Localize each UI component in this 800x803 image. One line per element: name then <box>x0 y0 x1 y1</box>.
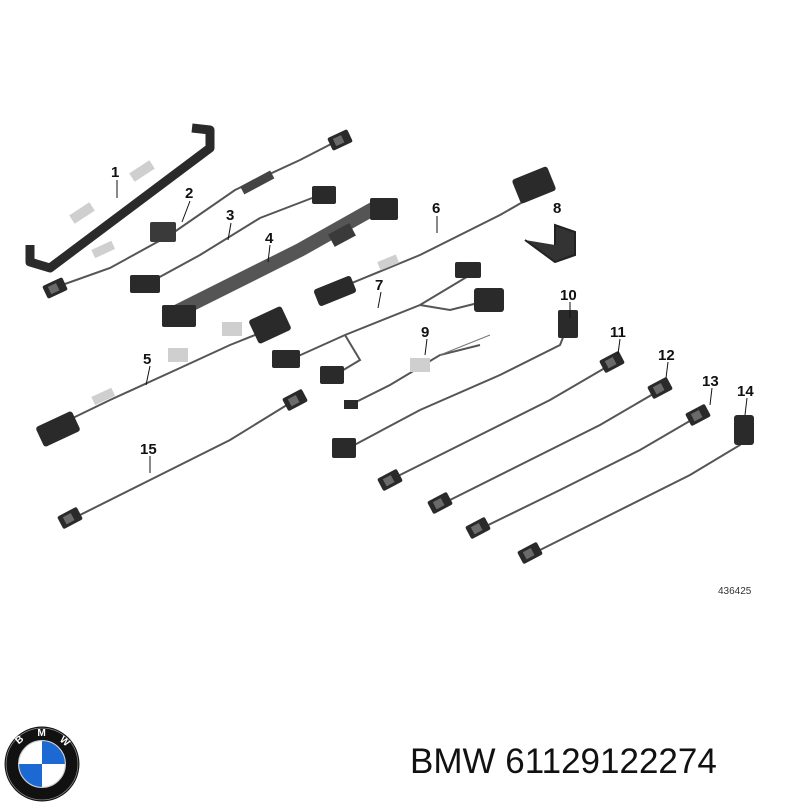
cable-part-5 <box>36 306 291 447</box>
cable-part-11 <box>377 350 625 492</box>
cable-part-12 <box>427 376 673 515</box>
callout-6: 6 <box>432 200 440 217</box>
cable-part-10 <box>332 310 578 458</box>
callout-14: 14 <box>737 383 754 400</box>
callout-12: 12 <box>658 347 675 364</box>
cable-part-2 <box>42 129 353 299</box>
callout-leaders <box>116 180 748 473</box>
bracket-part-8 <box>524 223 576 264</box>
callout-1: 1 <box>111 164 119 181</box>
brand-name: BMW <box>410 742 496 781</box>
cable-part-6 <box>313 166 556 306</box>
callout-9: 9 <box>421 324 429 341</box>
part-number: 61129122274 <box>505 742 717 781</box>
callout-2: 2 <box>185 185 193 202</box>
cable-part-15 <box>57 388 308 530</box>
cable-part-4 <box>162 198 398 327</box>
callout-4: 4 <box>265 230 274 247</box>
callout-5: 5 <box>143 351 151 368</box>
cable-part-7 <box>272 262 504 384</box>
callout-13: 13 <box>702 373 719 390</box>
callout-11: 11 <box>610 324 626 341</box>
callout-3: 3 <box>226 207 234 224</box>
svg-text:M: M <box>37 728 45 739</box>
callout-15: 15 <box>140 441 157 458</box>
cable-part-9 <box>344 334 491 409</box>
cable-part-1 <box>25 123 215 273</box>
bmw-roundel-icon: B M W <box>4 726 80 802</box>
callout-7: 7 <box>375 277 383 294</box>
cable-part-14 <box>517 415 754 565</box>
cable-part-13 <box>465 403 711 540</box>
cable-part-3 <box>130 186 336 293</box>
diagram-number: 436425 <box>718 586 752 597</box>
callout-8: 8 <box>553 200 561 217</box>
callout-10: 10 <box>560 287 577 304</box>
part-number-caption: BMW 61129122274 <box>410 740 790 784</box>
